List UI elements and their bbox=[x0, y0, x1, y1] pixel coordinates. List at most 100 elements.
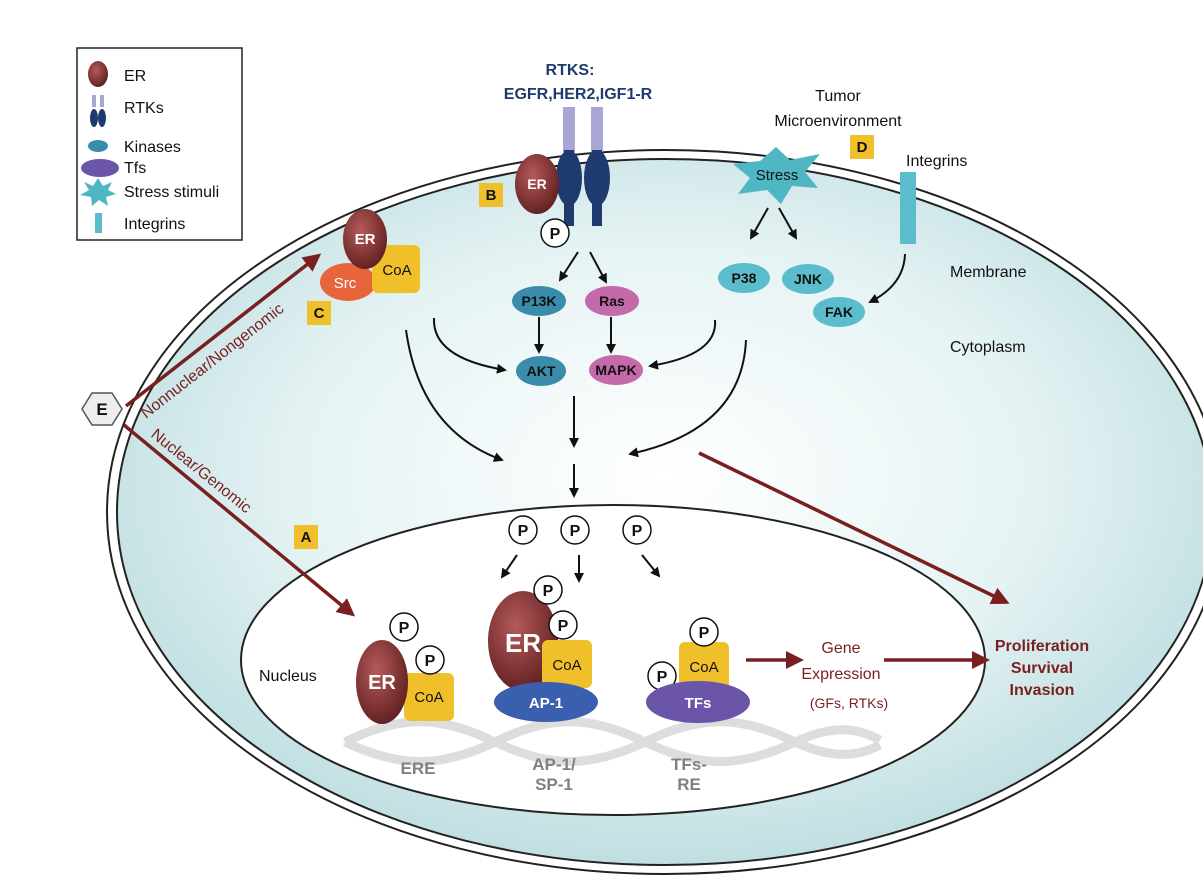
phospho-marker bbox=[389, 612, 419, 642]
p38-kinase bbox=[718, 263, 770, 293]
coa-label: CoA bbox=[414, 689, 443, 706]
er-molecule bbox=[343, 209, 387, 269]
phospho-label: P bbox=[425, 653, 436, 670]
membrane-label: Membrane bbox=[950, 264, 1027, 281]
phospho-marker bbox=[415, 645, 445, 675]
cytoplasm-label: Cytoplasm bbox=[950, 339, 1026, 356]
coa-label: CoA bbox=[552, 657, 581, 674]
phospho-label: P bbox=[657, 669, 668, 686]
coa-molecule bbox=[679, 642, 729, 690]
phospho-label: P bbox=[699, 625, 710, 642]
mapk-kinase bbox=[589, 355, 643, 385]
phospho-label: P bbox=[570, 523, 581, 540]
label-box-a bbox=[294, 525, 318, 549]
fak-kinase bbox=[813, 297, 865, 327]
nucleus bbox=[240, 504, 986, 816]
ere-label: ERE bbox=[401, 759, 436, 778]
er-molecule bbox=[488, 591, 558, 691]
label-box-a-text: A bbox=[301, 529, 312, 546]
p13k-kinase bbox=[512, 286, 566, 316]
phospho-label: P bbox=[518, 523, 529, 540]
phospho-label: P bbox=[550, 226, 561, 243]
ap1-factor bbox=[494, 682, 598, 722]
coa-molecule bbox=[372, 245, 420, 293]
rtks-members: EGFR,HER2,IGF1-R bbox=[504, 86, 653, 103]
tumor-label: Microenvironment bbox=[774, 113, 902, 130]
gene-expression-label: Expression bbox=[801, 666, 880, 683]
akt-kinase bbox=[516, 356, 566, 386]
er-molecule bbox=[515, 154, 559, 214]
ap1-label: AP-1 bbox=[529, 695, 563, 712]
coa-label: CoA bbox=[382, 262, 411, 279]
phospho-marker bbox=[533, 575, 563, 605]
legend-label: Tfs bbox=[124, 160, 146, 177]
integrins-label: Integrins bbox=[906, 153, 967, 170]
er-label: ER bbox=[527, 176, 546, 192]
rtk-receptor bbox=[556, 107, 610, 226]
legend-label: RTKs bbox=[124, 100, 164, 117]
ras-kinase bbox=[585, 286, 639, 316]
dna-strand bbox=[343, 717, 883, 766]
fak-label: FAK bbox=[825, 304, 853, 320]
phospho-label: P bbox=[399, 620, 410, 637]
phospho-label: P bbox=[632, 523, 643, 540]
phospho-label: P bbox=[558, 618, 569, 635]
phospho-marker bbox=[540, 218, 570, 248]
ap1-element-label: AP-1/ bbox=[532, 755, 576, 774]
phospho-marker bbox=[508, 515, 538, 545]
phospho-label: P bbox=[543, 583, 554, 600]
p13k-label: P13K bbox=[521, 293, 556, 309]
label-box-c bbox=[307, 301, 331, 325]
legend: ER RTKs Kinases Tfs Stress stimuli Integ… bbox=[76, 47, 243, 241]
er-icon bbox=[88, 61, 108, 87]
tfs-element-label: RE bbox=[677, 775, 701, 794]
ras-label: Ras bbox=[599, 293, 625, 309]
legend-label: Kinases bbox=[124, 139, 181, 156]
label-box-e bbox=[81, 392, 123, 426]
tumor-label: Tumor bbox=[815, 88, 861, 105]
er-molecule bbox=[356, 640, 408, 724]
er-label: ER bbox=[505, 628, 541, 658]
kinase-icon bbox=[88, 140, 108, 152]
p38-label: P38 bbox=[732, 270, 757, 286]
ap1-element-label: SP-1 bbox=[535, 775, 573, 794]
er-label: ER bbox=[368, 672, 396, 694]
label-box-b bbox=[479, 183, 503, 207]
legend-label: Stress stimuli bbox=[124, 184, 219, 201]
label-box-e-text: E bbox=[96, 400, 107, 419]
label-box-d-text: D bbox=[857, 139, 868, 156]
phospho-marker bbox=[689, 617, 719, 647]
label-box-d bbox=[850, 135, 874, 159]
outcome-label: Survival bbox=[1011, 660, 1073, 677]
stress-stimulus bbox=[733, 147, 820, 204]
integrin-icon bbox=[95, 213, 102, 233]
rtk-icon bbox=[90, 95, 106, 127]
label-box-b-text: B bbox=[486, 187, 497, 204]
phospho-marker bbox=[560, 515, 590, 545]
label-box-c-text: C bbox=[314, 305, 325, 322]
phospho-marker bbox=[622, 515, 652, 545]
tf-icon bbox=[81, 159, 119, 177]
integrin-receptor bbox=[900, 172, 916, 244]
legend-label: ER bbox=[124, 68, 146, 85]
legend-label: Integrins bbox=[124, 216, 185, 233]
tfs-element-label: TFs- bbox=[671, 755, 707, 774]
outcome-label: Invasion bbox=[1010, 682, 1075, 699]
tfs-label: TFs bbox=[685, 695, 712, 712]
pathway-arrows bbox=[122, 253, 1010, 669]
coa-molecule bbox=[404, 673, 454, 721]
signal-arrows bbox=[405, 207, 906, 583]
coa-molecule bbox=[542, 640, 592, 688]
stress-icon bbox=[80, 178, 116, 206]
jnk-label: JNK bbox=[794, 271, 822, 287]
er-label: ER bbox=[355, 231, 376, 248]
akt-label: AKT bbox=[527, 363, 556, 379]
coa-label: CoA bbox=[689, 659, 718, 676]
stress-label: Stress bbox=[756, 167, 799, 184]
nucleus-label: Nucleus bbox=[259, 668, 317, 685]
phospho-marker bbox=[548, 610, 578, 640]
mapk-label: MAPK bbox=[595, 362, 636, 378]
outcome-label: Proliferation bbox=[995, 638, 1089, 655]
